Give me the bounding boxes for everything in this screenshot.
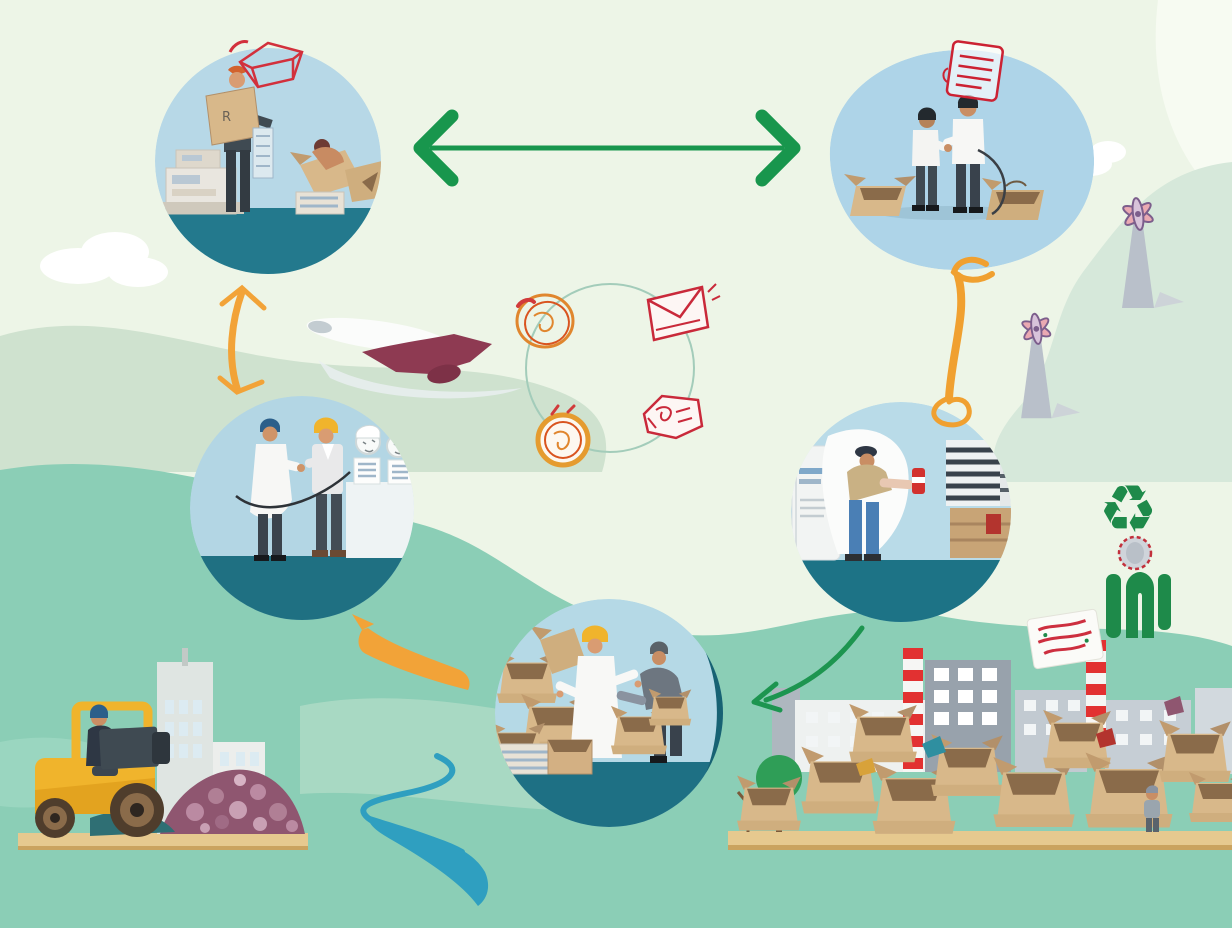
doodle-envelope-top-right: [646, 283, 721, 342]
hub-circle-outline: [525, 283, 695, 453]
box-letter: R: [222, 110, 231, 125]
partnership-cable: [235, 471, 351, 509]
ground-strip-right-edge: [728, 845, 1232, 850]
airplane-tail-wing: [427, 364, 461, 384]
sorting-person-standing: [555, 625, 642, 758]
red-can: [912, 468, 925, 494]
box-content-red: [1096, 728, 1116, 748]
scene-cardboard-factory: [728, 608, 1232, 850]
deal-man-right: [943, 94, 985, 213]
arrow-collection-partnership: [217, 284, 267, 395]
striped-box-shelf: [946, 440, 1011, 558]
background-pale-corner: [1155, 0, 1232, 210]
box-content-teal: [922, 736, 946, 758]
arrow-collection-deal: [413, 109, 801, 187]
red-box: [986, 514, 1001, 534]
loader-vehicle: [35, 701, 175, 838]
appliance-stack: [160, 149, 244, 215]
deal-man-left: [912, 107, 948, 211]
sorting-box-pile-left: [495, 626, 589, 775]
loader-container: [99, 726, 159, 770]
counter-sketch-figures: [346, 425, 414, 558]
doodle-scribble-top-left: [515, 293, 575, 349]
green-glyphs-icon: [1106, 572, 1171, 638]
node-cycle-hub: [515, 283, 721, 468]
airplane-nose: [308, 320, 332, 334]
bending-figure: [312, 139, 344, 170]
airplane-wing: [362, 334, 492, 374]
ground-strip-left: [18, 833, 308, 850]
airplane: [306, 317, 522, 399]
hard-hat-icon: [581, 625, 608, 642]
glass-column: [252, 127, 274, 179]
deal-box-left: [844, 174, 916, 216]
seal-badge-icon: [1117, 535, 1153, 571]
node-partnership: [190, 396, 414, 620]
node-sorting: [495, 599, 723, 827]
doodle-parcel-bottom-right: [642, 394, 704, 440]
arrow-deal-dropoff: [931, 256, 995, 428]
factory-box-piles: [737, 696, 1232, 834]
box-content-purple: [1164, 696, 1184, 716]
partnership-labcoat-person: [250, 418, 301, 561]
doodle-ring-bottom-left: [535, 404, 591, 468]
scrap-pile: [160, 769, 305, 834]
arrow-sorting-partnership: [352, 614, 470, 690]
box-content-yellow: [856, 758, 876, 776]
doodle-open-box-sketch: [228, 40, 304, 89]
river: [360, 753, 489, 906]
river-lower: [368, 816, 489, 906]
arrow-dropoff-factory: [751, 625, 865, 713]
scene-loader-scrap: [18, 648, 308, 850]
deal-box-right: [982, 178, 1044, 220]
airplane-contrail: [318, 360, 522, 399]
handshake-hands: [297, 464, 305, 472]
right-icon-column: ♻: [1098, 471, 1171, 638]
deal-cable: [977, 148, 1006, 216]
carried-box: R: [205, 86, 261, 146]
loader-container-cap: [152, 732, 170, 764]
sorting-box-pile-right: [547, 688, 692, 775]
node-deal: [829, 40, 1095, 271]
loader-wheels: [35, 783, 164, 838]
partnership-hardhat-person: [304, 417, 346, 557]
handshake-hands: [944, 144, 952, 152]
dropoff-person: [845, 446, 914, 561]
recycle-icon: ♻: [1098, 471, 1157, 548]
background-right-hill: [993, 162, 1232, 482]
chimney-sign: [1026, 608, 1104, 670]
driver-cap: [89, 704, 108, 718]
doodle-document-sketch: [942, 40, 1004, 102]
cloud-left: [40, 232, 168, 287]
hard-hat-icon: [313, 417, 338, 433]
factory-worker: [1144, 785, 1160, 832]
ground-strip-left-edge: [18, 846, 308, 850]
